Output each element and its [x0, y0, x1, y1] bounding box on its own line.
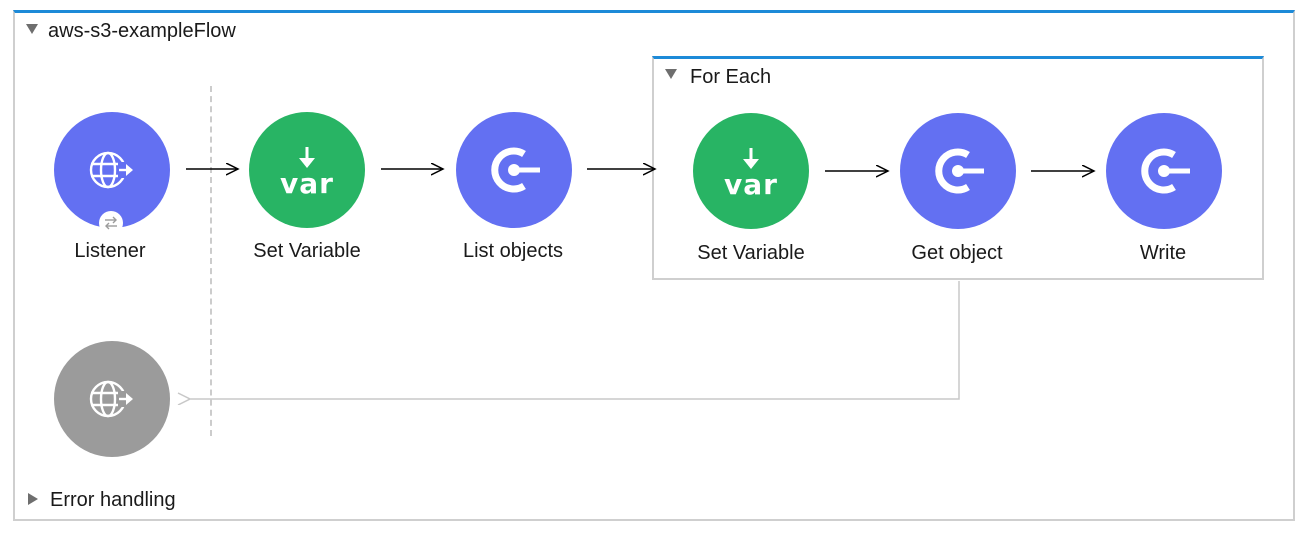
get-object-node[interactable]: [900, 113, 1016, 229]
globe-arrow-icon: [89, 380, 133, 418]
for-each-set-variable-node[interactable]: var: [693, 113, 809, 229]
swap-icon: [99, 211, 123, 235]
set-variable-label: Set Variable: [253, 240, 361, 262]
write-label: Write: [1139, 242, 1187, 264]
flow-container: [13, 10, 1295, 521]
collapse-for-each-toggle-icon[interactable]: [665, 69, 677, 79]
connector-icon: [1141, 148, 1190, 194]
get-object-label: Get object: [911, 242, 1003, 264]
connector-icon: [491, 147, 540, 193]
response-node[interactable]: [54, 341, 170, 457]
connector-icon: [935, 148, 984, 194]
return-path-to-response: [188, 281, 960, 399]
error-handling-section[interactable]: Error handling: [50, 489, 176, 511]
var-download-icon: var: [724, 147, 778, 199]
listener-label: Listener: [74, 240, 146, 262]
source-divider: [210, 86, 212, 436]
listener-node[interactable]: [54, 112, 170, 228]
expand-error-handling-icon[interactable]: [28, 493, 38, 505]
flow-title: aws-s3-exampleFlow: [48, 20, 236, 42]
var-download-icon: var: [280, 146, 334, 198]
list-objects-node[interactable]: [456, 112, 572, 228]
write-node[interactable]: [1106, 113, 1222, 229]
globe-arrow-icon: [89, 151, 133, 189]
collapse-flow-toggle-icon[interactable]: [26, 24, 38, 34]
for-each-set-variable-label: Set Variable: [697, 242, 805, 264]
for-each-title: For Each: [690, 66, 772, 88]
set-variable-node[interactable]: var: [249, 112, 365, 228]
list-objects-label: List objects: [462, 240, 564, 262]
